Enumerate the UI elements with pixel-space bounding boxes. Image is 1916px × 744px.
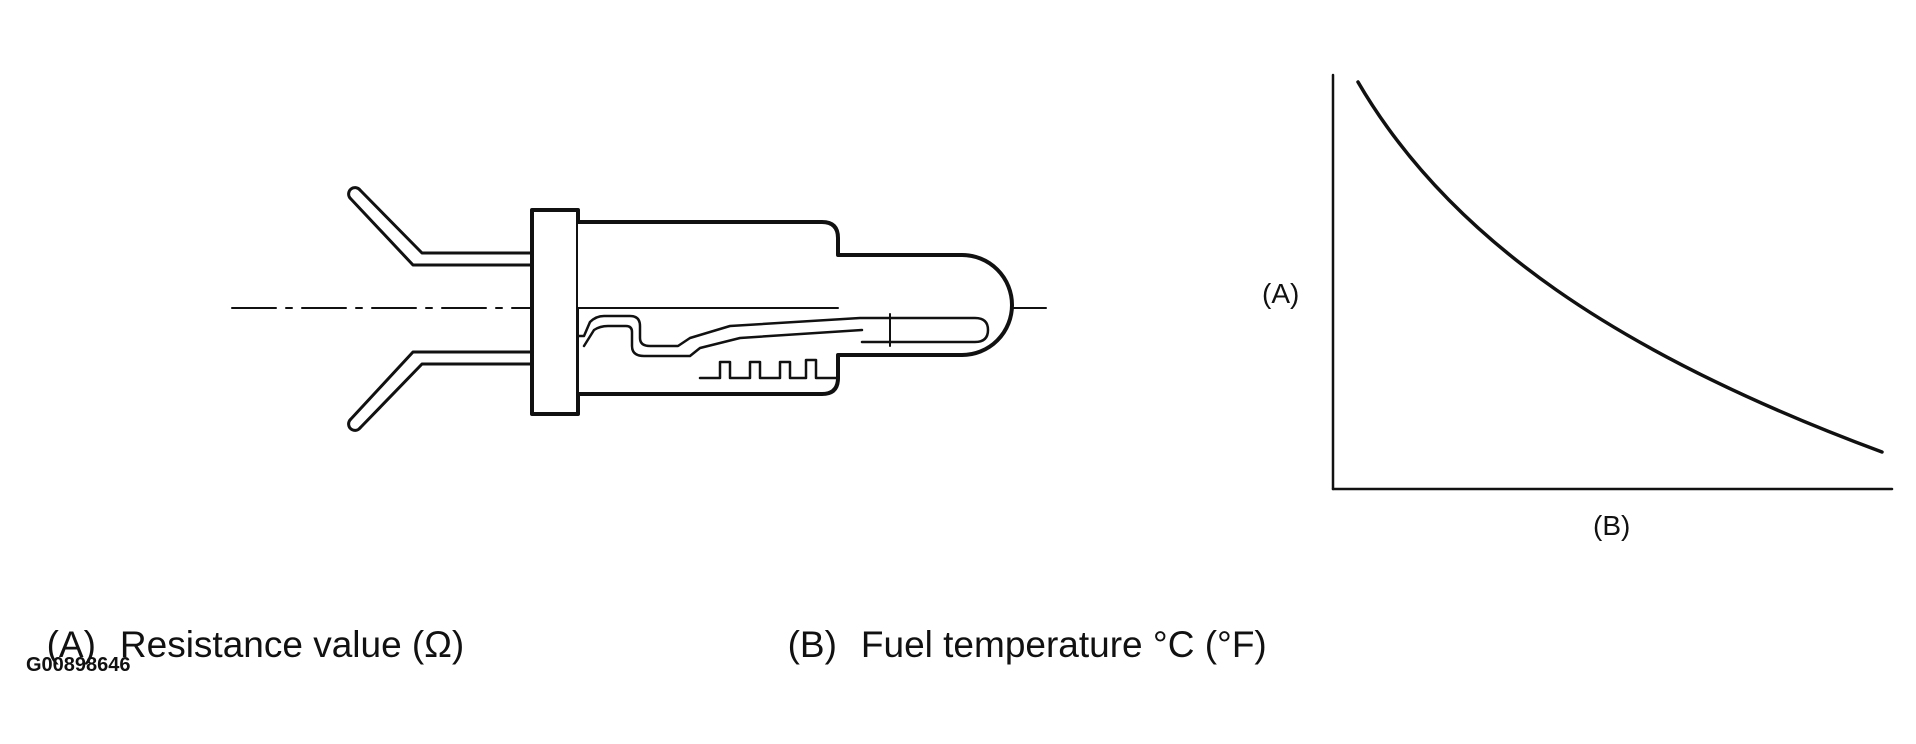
legend-item-a: (A) Resistance value (Ω) bbox=[26, 582, 465, 666]
sensor-drawing bbox=[231, 186, 1056, 432]
figure-id: G00898646 bbox=[26, 654, 131, 676]
sensor-cutaway bbox=[577, 307, 839, 395]
legend-key: (A) bbox=[46, 624, 96, 665]
upper-terminal bbox=[348, 188, 534, 267]
y-axis-label: (A) bbox=[1262, 278, 1299, 309]
resistance-curve bbox=[1356, 80, 1884, 454]
legend-text: Resistance value (Ω) bbox=[119, 624, 465, 665]
lower-terminal bbox=[348, 350, 534, 430]
legend-key: (B) bbox=[787, 624, 837, 665]
legend-item-b: (B) Fuel temperature °C (°F) bbox=[767, 582, 1267, 666]
element-wire bbox=[576, 314, 990, 348]
x-axis-label: (B) bbox=[1593, 510, 1630, 541]
characteristic-graph bbox=[1331, 73, 1894, 491]
legend-text: Fuel temperature °C (°F) bbox=[860, 624, 1267, 665]
element-comb bbox=[698, 358, 840, 380]
sensor-flange bbox=[530, 208, 580, 416]
